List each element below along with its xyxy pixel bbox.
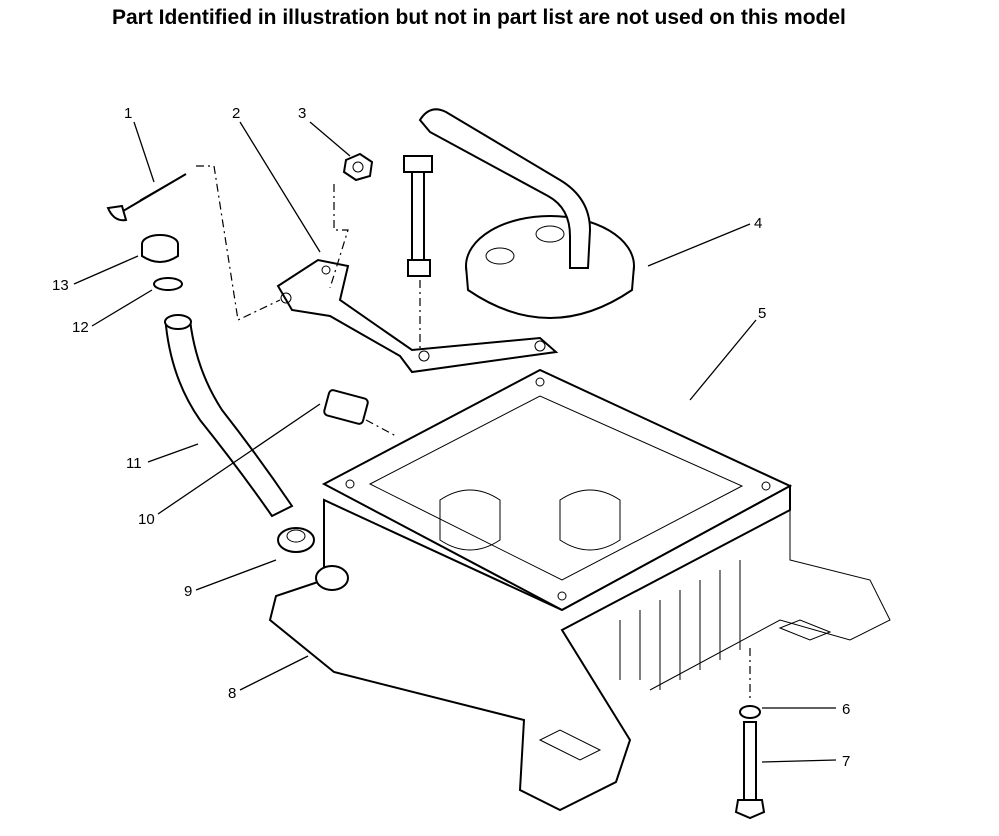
- part-screw: [106, 173, 187, 222]
- assembly-centerlines: [196, 165, 751, 700]
- callout-13: 13: [52, 277, 69, 294]
- diagram-note: Part Identified in illustration but not …: [112, 6, 846, 29]
- callout-3: 3: [298, 105, 306, 122]
- callout-1: 1: [124, 105, 132, 122]
- callout-5: 5: [758, 305, 766, 322]
- callout-8: 8: [228, 685, 236, 702]
- callout-9: 9: [184, 583, 192, 600]
- part-plug: [323, 389, 369, 425]
- callout-10: 10: [138, 511, 155, 528]
- part-o-ring: [153, 277, 183, 291]
- part-fill-tube: [164, 314, 294, 518]
- part-base-housing: [268, 484, 891, 812]
- part-dipstick-cap: [141, 234, 179, 263]
- part-nut: [342, 152, 374, 182]
- leader-lines: [73, 121, 837, 763]
- part-breather-assembly: [418, 108, 635, 319]
- part-washer: [739, 705, 761, 719]
- callout-2: 2: [232, 105, 240, 122]
- part-grommet: [277, 527, 315, 553]
- callout-12: 12: [72, 319, 89, 336]
- callout-6: 6: [842, 701, 850, 718]
- part-bolt: [403, 155, 433, 277]
- callout-7: 7: [842, 753, 850, 770]
- callout-11: 11: [126, 455, 142, 472]
- callout-4: 4: [754, 215, 762, 232]
- part-bracket: [276, 258, 559, 374]
- part-long-bolt: [734, 721, 766, 820]
